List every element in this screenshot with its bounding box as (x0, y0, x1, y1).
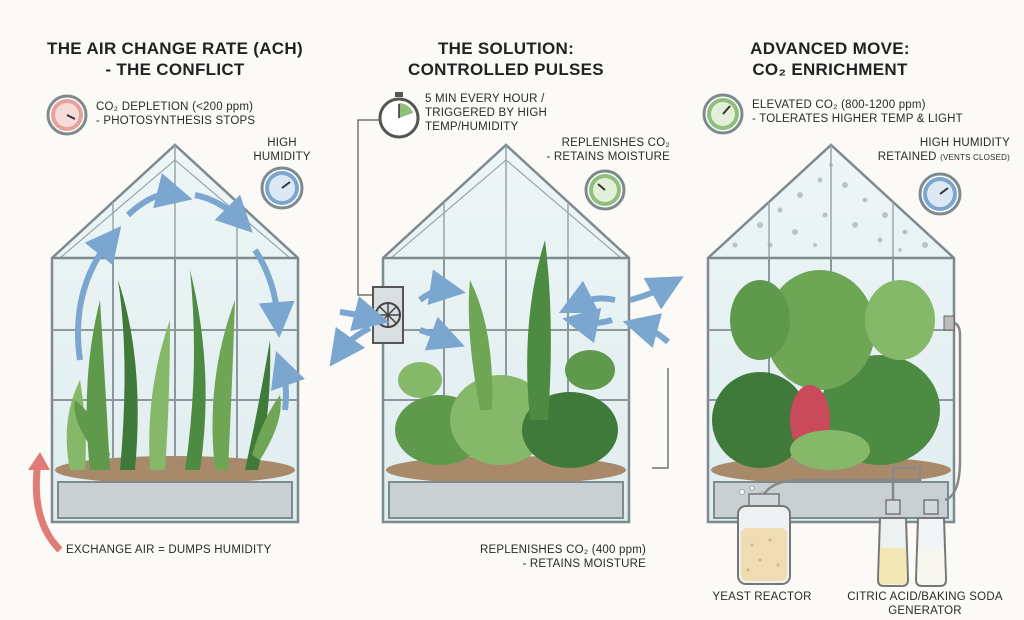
panel-1-gauge-note-line2: - PHOTOSYNTHESIS STOPS (96, 115, 256, 127)
panel-2-bottom-note-line2: - RETAINS MOISTURE (522, 558, 646, 570)
panel-3-title: ADVANCED MOVE: CO₂ ENRICHMENT (700, 38, 960, 80)
panel-3-gauge-note: ELEVATED CO₂ (800-1200 ppm) - TOLERATES … (752, 98, 972, 126)
panel-2-timer-note: 5 MIN EVERY HOUR / TRIGGERED BY HIGH TEM… (425, 92, 575, 134)
generator-label: CITRIC ACID/BAKING SODA GENERATOR (830, 590, 1020, 618)
plants-1 (55, 270, 295, 484)
panel-1-title: THE AIR CHANGE RATE (ACH) - THE CONFLICT (40, 38, 310, 80)
panel-2-title-line2: CONTROLLED PULSES (408, 60, 604, 79)
panel-2-timer-note-line3: TEMP/HUMIDITY (425, 121, 519, 133)
panel-3-title-line2: CO₂ ENRICHMENT (752, 60, 908, 79)
panel-2-timer-note-line2: TRIGGERED BY HIGH (425, 107, 548, 119)
co2-gauge-icon-2 (584, 169, 626, 211)
panel-3-gauge-note-line1: ELEVATED CO₂ (800-1200 ppm) (752, 99, 926, 111)
humidity-gauge-icon (260, 166, 304, 210)
panel-2-gauge-note-line2: - RETAINS MOISTURE (546, 151, 670, 163)
panel-2-title-line1: THE SOLUTION: (437, 39, 575, 58)
humidity-gauge-icon-3 (918, 172, 962, 216)
panel-2-gauge-note: REPLENISHES CO₂ - RETAINS MOISTURE (520, 136, 670, 164)
panel-3-humidity-line2-wrap: RETAINED (VENTS CLOSED) (830, 150, 1010, 165)
fan-icon (372, 286, 404, 344)
co2-gauge-icon-3 (702, 93, 744, 135)
yeast-reactor-label: YEAST REACTOR (712, 591, 812, 603)
panel-1-gauge-note: CO₂ DEPLETION (<200 ppm) - PHOTOSYNTHESI… (96, 100, 296, 128)
panel-3-humidity-label: HIGH HUMIDITY RETAINED (VENTS CLOSED) (830, 136, 1010, 165)
panel-2-title: THE SOLUTION: CONTROLLED PULSES (376, 38, 636, 80)
plants-2 (386, 240, 626, 484)
panel-3-humidity-line2: RETAINED (877, 151, 937, 163)
panel-1-title-line1: THE AIR CHANGE RATE (ACH) (47, 39, 303, 58)
panel-2-gauge-note-line1: REPLENISHES CO₂ (561, 137, 670, 149)
greenhouse-1 (28, 143, 305, 553)
timer-icon (378, 92, 420, 139)
panel-3-title-line1: ADVANCED MOVE: (750, 39, 910, 58)
panel-1-title-line2: - THE CONFLICT (105, 60, 245, 79)
yeast-jar-icon (737, 493, 791, 585)
panel-3-humidity-vents: (VENTS CLOSED) (940, 153, 1010, 162)
generator-label-line2: GENERATOR (888, 605, 962, 617)
greenhouse-2 (329, 119, 684, 524)
panel-2-bottom-note: REPLENISHES CO₂ (400 ppm) - RETAINS MOIS… (460, 543, 646, 571)
panel-1-humidity-label: HIGH HUMIDITY (250, 136, 314, 164)
panel-3-gauge-note-line2: - TOLERATES HIGHER TEMP & LIGHT (752, 113, 963, 125)
panel-1-humidity-line1: HIGH (267, 137, 297, 149)
panel-1-bottom-note: EXCHANGE AIR = DUMPS HUMIDITY (66, 544, 272, 556)
greenhouse-3 (706, 143, 962, 524)
bottle-icon (876, 499, 948, 587)
panel-1-gauge-note-line1: CO₂ DEPLETION (<200 ppm) (96, 101, 254, 113)
panel-2-timer-note-line1: 5 MIN EVERY HOUR / (425, 93, 545, 105)
co2-gauge-icon (46, 94, 88, 136)
panel-2-bottom-note-line1: REPLENISHES CO₂ (400 ppm) (479, 544, 646, 556)
condensation (732, 163, 928, 252)
panel-1-humidity-line2: HUMIDITY (253, 151, 311, 163)
panel-3-humidity-line1: HIGH HUMIDITY (919, 137, 1010, 149)
plants-3 (711, 270, 951, 484)
generator-label-line1: CITRIC ACID/BAKING SODA (847, 591, 1003, 603)
